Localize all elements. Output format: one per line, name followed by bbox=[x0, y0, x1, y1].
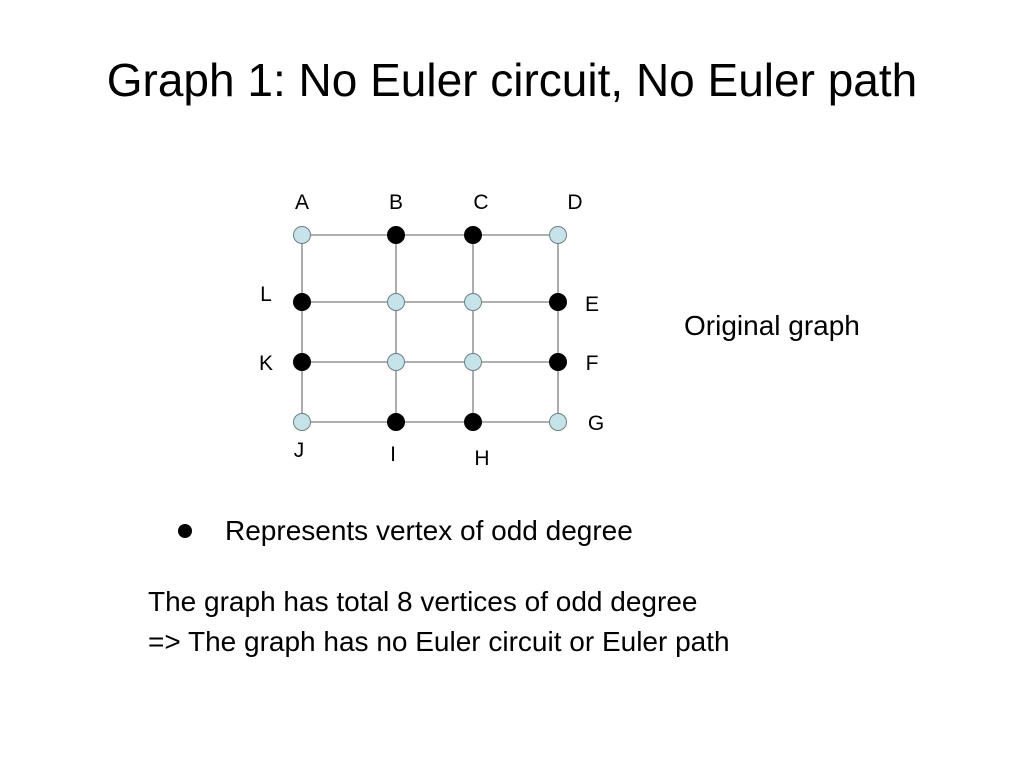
legend-text: Represents vertex of odd degree bbox=[225, 515, 633, 546]
legend: Represents vertex of odd degree bbox=[178, 513, 633, 549]
vertex-label-j: J bbox=[294, 439, 305, 462]
vertex-even bbox=[464, 293, 482, 311]
vertex-even bbox=[387, 293, 405, 311]
vertex-even bbox=[464, 353, 482, 371]
graph-vertex-labels: A B C D E F G H I J K L bbox=[259, 191, 604, 470]
filled-circle-icon bbox=[178, 524, 192, 538]
vertex-e-odd bbox=[549, 293, 567, 311]
vertex-k-odd bbox=[293, 353, 311, 371]
conclusion-text: The graph has total 8 vertices of odd de… bbox=[148, 582, 730, 662]
vertex-label-c: C bbox=[473, 191, 488, 214]
vertex-label-a: A bbox=[295, 191, 309, 214]
vertex-label-f: F bbox=[586, 352, 599, 375]
vertex-b-odd bbox=[387, 226, 405, 244]
vertex-c-odd bbox=[464, 226, 482, 244]
vertex-d-even bbox=[549, 226, 567, 244]
vertex-j-even bbox=[293, 413, 311, 431]
vertex-f-odd bbox=[549, 353, 567, 371]
vertex-label-g: G bbox=[588, 412, 604, 435]
vertex-label-d: D bbox=[567, 191, 582, 214]
original-graph-label: Original graph bbox=[684, 310, 860, 341]
vertex-a-even bbox=[293, 226, 311, 244]
vertex-l-odd bbox=[293, 293, 311, 311]
vertex-label-i: I bbox=[390, 443, 396, 466]
vertex-label-e: E bbox=[585, 293, 599, 316]
graph-edges bbox=[301, 234, 559, 423]
vertex-label-h: H bbox=[474, 447, 489, 470]
graph-vertices bbox=[293, 226, 567, 431]
vertex-even bbox=[387, 353, 405, 371]
conclusion-line-1: The graph has total 8 vertices of odd de… bbox=[148, 586, 698, 617]
vertex-h-odd bbox=[464, 413, 482, 431]
vertex-i-odd bbox=[387, 413, 405, 431]
slide-title: Graph 1: No Euler circuit, No Euler path bbox=[106, 54, 918, 106]
conclusion-line-2: => The graph has no Euler circuit or Eul… bbox=[148, 626, 730, 657]
vertex-g-even bbox=[549, 413, 567, 431]
vertex-label-l: L bbox=[260, 283, 272, 306]
vertex-label-b: B bbox=[389, 191, 403, 214]
vertex-label-k: K bbox=[259, 352, 273, 375]
